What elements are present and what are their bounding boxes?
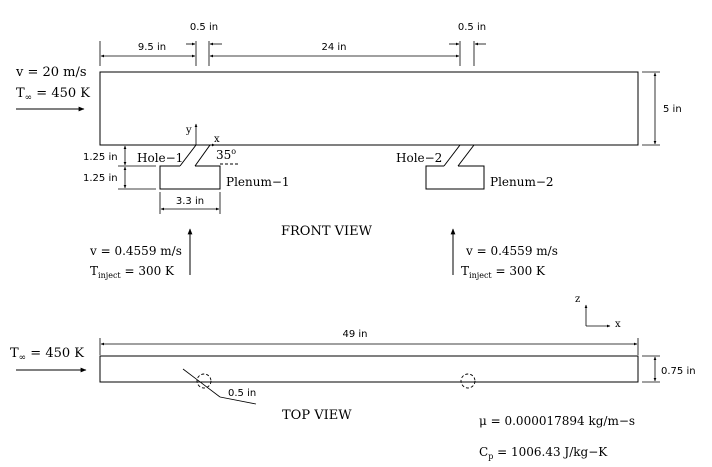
plenum2-outline (425, 165, 485, 190)
top-hole-2 (460, 373, 476, 389)
top-axis-z-label: z (575, 294, 580, 305)
dim-label-9-5: 9.5 in (138, 42, 166, 53)
top-axis-x-label: x (615, 319, 621, 330)
specific-heat-label: Cp = 1006.43 J/kg−K (479, 445, 608, 461)
hole1-wall-left (179, 144, 197, 167)
front-axis-y-label: y (185, 125, 192, 136)
dim-leader-hole-diameter (182, 368, 221, 398)
dim-label-hole-depth: 1.25 in (83, 152, 118, 163)
hole2-wall-left (443, 144, 461, 167)
channel-top (99, 355, 639, 383)
top-hole-1 (196, 373, 212, 389)
inlet-velocity-label: v = 20 m/s (15, 65, 87, 80)
plenum1-outline (159, 165, 221, 190)
inject1-velocity-label: v = 0.4559 m/s (89, 244, 182, 258)
front-axis-x-label: x (214, 134, 220, 145)
front-view-title: FRONT VIEW (281, 224, 373, 239)
fluid-properties: μ = 0.000017894 kg/m−s Cp = 1006.43 J/kg… (479, 414, 635, 461)
top-view: z x 49 in 0.5 in 0.75 in T∞ = 450 K TOP … (10, 294, 696, 423)
front-view: 9.5 in 0.5 in 24 in 0.5 in 5 in v = 20 m… (15, 22, 682, 280)
hole2-label: Hole−2 (396, 151, 442, 165)
inject2-temperature-label: Tinject = 300 K (461, 264, 546, 280)
dim-label-24: 24 in (321, 42, 346, 53)
inject2-velocity-label: v = 0.4559 m/s (465, 244, 558, 258)
dim-label-hole2-width: 0.5 in (458, 22, 486, 33)
dim-label-hole1-width: 0.5 in (190, 22, 218, 33)
dim-label-plenum-depth: 1.25 in (83, 173, 118, 184)
channel-front (99, 71, 639, 146)
dim-label-width: 0.75 in (661, 366, 696, 377)
dim-label-plenum-width: 3.3 in (176, 196, 204, 207)
dim-label-height: 5 in (663, 104, 682, 115)
hole1-angle-label: 35o (216, 147, 236, 162)
dim-label-hole-diameter: 0.5 in (228, 388, 256, 399)
inlet-temperature-label: T∞ = 450 K (16, 86, 90, 103)
inject1-temperature-label: Tinject = 300 K (90, 264, 175, 280)
viscosity-label: μ = 0.000017894 kg/m−s (479, 414, 635, 428)
dim-label-length: 49 in (342, 329, 367, 340)
hole1-label: Hole−1 (137, 151, 183, 165)
top-view-title: TOP VIEW (282, 408, 352, 423)
dim-leader-hole-diameter-tail (219, 396, 257, 405)
plenum2-label: Plenum−2 (490, 175, 554, 189)
hole2-wall-right (457, 144, 475, 167)
hole1-wall-right (194, 144, 211, 167)
plenum1-label: Plenum−1 (226, 175, 290, 189)
top-inlet-temperature-label: T∞ = 450 K (10, 346, 84, 363)
